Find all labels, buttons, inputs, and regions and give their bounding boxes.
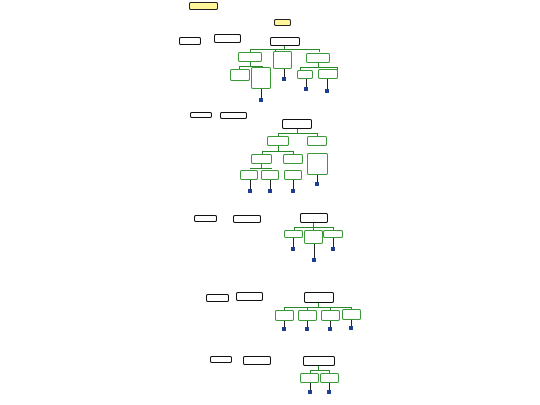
section5-leaf-1 [308,390,312,394]
section4-child-1 [275,310,294,321]
section5-root [303,356,335,366]
section5-child-2 [320,373,339,383]
heading-box [274,19,291,26]
section1-root [270,37,300,46]
section5-note-b [243,356,271,365]
section1-child-2 [273,51,292,69]
section5-note-a [210,356,232,363]
section3-child-1 [284,230,303,238]
section3-child-2 [304,230,323,244]
section2-grandchild-3 [307,153,328,175]
section2-leaf-4 [315,182,319,186]
section1-grandchild-1 [230,69,250,81]
section1-note-b [214,34,241,43]
section3-note-b [233,215,261,223]
section1-grandchild-4 [318,69,338,79]
section3-root [300,213,328,223]
section2-note-b [220,112,247,119]
section4-leaf-3 [328,327,332,331]
section4-note-b [236,292,263,301]
section4-note-a [206,294,229,302]
section2-note-a [190,112,212,118]
section4-child-4 [342,309,361,320]
section1-note-a [179,37,201,45]
section1-grandchild-3 [297,70,313,79]
section2-grandchild-1 [251,154,272,164]
section4-child-3 [321,310,340,321]
section2-root [282,119,312,129]
top-label-box [189,2,218,10]
section2-child-1 [267,136,289,146]
section3-note-a [194,215,217,222]
section1-leaf-4 [325,89,329,93]
section3-leaf-3 [331,247,335,251]
section3-leaf-2 [312,258,316,262]
section2-grandchild-2 [283,154,303,164]
section2-child-2 [307,136,327,146]
section2-ggchild-3 [284,170,302,180]
section1-grandchild-2 [251,67,271,89]
section3-leaf-1 [291,247,295,251]
section1-child-3 [306,53,330,63]
section4-leaf-1 [282,327,286,331]
section1-leaf-3 [304,87,308,91]
section2-ggchild-1 [240,170,258,180]
section4-leaf-4 [349,326,353,330]
section3-child-3 [323,230,343,238]
section2-leaf-1 [248,189,252,193]
section4-root [304,292,334,303]
section1-child-1 [238,52,262,62]
section1-leaf-1 [282,77,286,81]
section2-leaf-3 [291,189,295,193]
section5-leaf-2 [327,390,331,394]
section2-ggchild-2 [261,170,279,180]
section2-leaf-2 [268,189,272,193]
section4-leaf-2 [305,327,309,331]
section5-child-1 [300,373,319,383]
section4-child-2 [298,310,317,321]
section1-leaf-2 [259,98,263,102]
